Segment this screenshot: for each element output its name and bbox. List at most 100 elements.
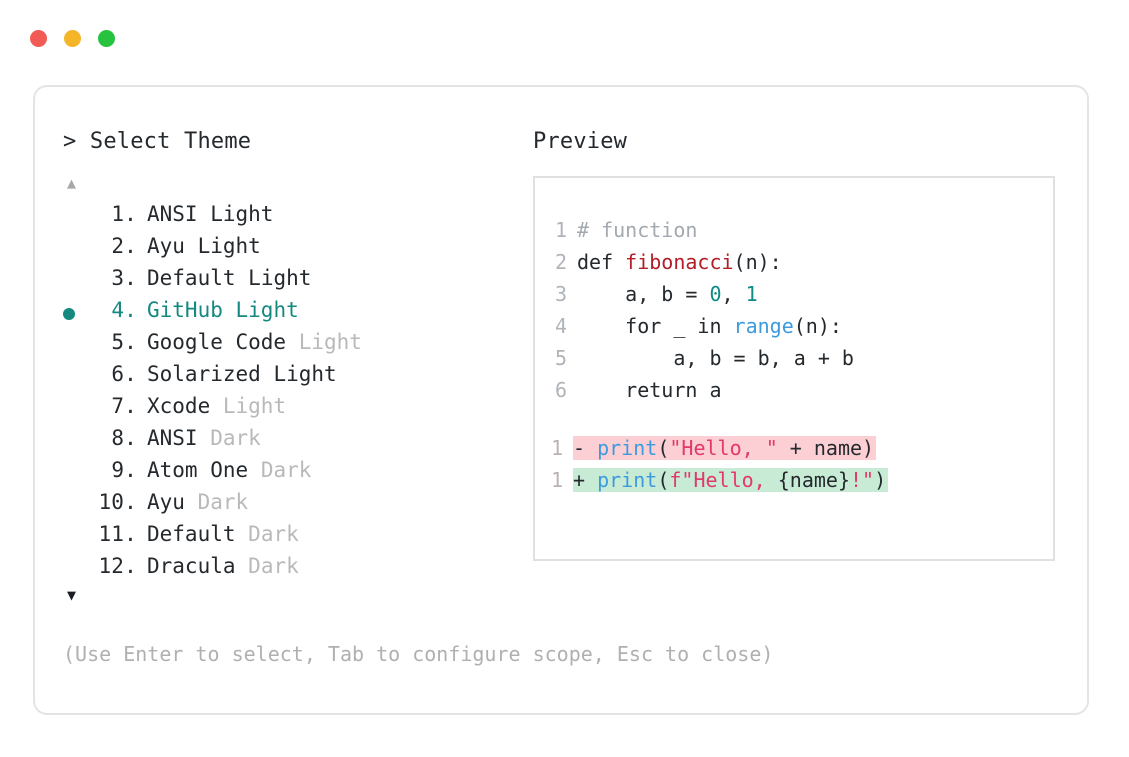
theme-list-item[interactable]: 7.Xcode Light xyxy=(63,394,533,426)
selection-bullet-cell xyxy=(63,554,93,586)
diff-content: - print("Hello, " + name) xyxy=(573,436,877,460)
code-line: 6 return a xyxy=(535,378,1053,410)
theme-list-item[interactable]: 11.Default Dark xyxy=(63,522,533,554)
theme-item-number: 5. xyxy=(111,330,137,354)
theme-list-item[interactable]: 8. ANSI Dark xyxy=(63,426,533,458)
theme-item-number: 6. xyxy=(111,362,137,386)
diff-content: + print(f"Hello, {name}!") xyxy=(573,468,889,492)
theme-item-variant: Light xyxy=(222,394,287,418)
theme-item-name: GitHub xyxy=(147,298,223,322)
theme-item-name: ANSI xyxy=(147,426,198,450)
theme-item-variant: Dark xyxy=(260,458,312,482)
code-token: 0 xyxy=(709,282,722,306)
theme-item-variant: Light xyxy=(210,202,274,226)
theme-item-variant: Light xyxy=(248,266,312,290)
theme-item-variant: Light xyxy=(197,234,261,258)
code-line: 3 a, b = 0, 1 xyxy=(535,282,1053,314)
code-token: print xyxy=(597,436,658,460)
window-titlebar xyxy=(30,30,115,47)
line-number: 1 xyxy=(554,218,567,242)
code-token: , xyxy=(721,282,746,306)
theme-list-item[interactable]: 12.Dracula Dark xyxy=(63,554,533,586)
theme-item-space xyxy=(198,426,211,450)
theme-item-space xyxy=(236,554,249,578)
code-token: for _ in xyxy=(577,314,734,338)
minimize-window-dot[interactable] xyxy=(64,30,81,47)
selection-bullet-cell xyxy=(63,362,93,394)
selection-bullet-cell xyxy=(63,266,93,298)
code-token: "Hello, " xyxy=(669,436,778,460)
keyboard-hint: (Use Enter to select, Tab to configure s… xyxy=(63,642,774,666)
theme-list-item[interactable]: 6.Solarized Light xyxy=(63,362,533,394)
theme-item-name: Default xyxy=(147,522,236,546)
code-token: ) xyxy=(874,468,887,492)
code-token: (n): xyxy=(793,314,842,338)
code-token: fibonacci xyxy=(625,250,734,274)
theme-item-number: 1. xyxy=(111,202,137,226)
line-number: 5 xyxy=(554,346,567,370)
code-token: return a xyxy=(577,378,722,402)
theme-item-name: Dracula xyxy=(147,554,236,578)
theme-item-name: Google Code xyxy=(147,330,287,354)
theme-item-number: 3. xyxy=(111,266,137,290)
code-line: 1 # function xyxy=(535,218,1053,250)
line-number: 1 xyxy=(550,468,563,492)
theme-item-variant: Light xyxy=(273,362,337,386)
theme-item-space xyxy=(248,458,261,482)
theme-list-item[interactable]: 1. ANSI Light xyxy=(63,202,533,234)
theme-item-number: 2. xyxy=(111,234,137,258)
selection-bullet-cell xyxy=(63,298,93,330)
theme-item-space xyxy=(236,522,249,546)
theme-item-variant: Dark xyxy=(210,426,261,450)
theme-item-variant: Dark xyxy=(197,490,249,514)
theme-item-space xyxy=(223,298,236,322)
maximize-window-dot[interactable] xyxy=(98,30,115,47)
code-token: 1 xyxy=(745,282,758,306)
page-title-label: Select Theme xyxy=(89,129,252,154)
selection-bullet-icon xyxy=(63,308,75,320)
line-number: 6 xyxy=(554,378,567,402)
theme-list-item[interactable]: 9. Atom One Dark xyxy=(63,458,533,490)
theme-item-number: 8. xyxy=(111,426,137,450)
theme-item-space xyxy=(210,394,223,418)
theme-item-name: Default xyxy=(147,266,236,290)
theme-item-number: 9. xyxy=(111,458,137,482)
diff-sign: - xyxy=(573,436,598,460)
selection-bullet-cell xyxy=(63,490,93,522)
theme-item-name: Atom One xyxy=(147,458,249,482)
selection-bullet-cell xyxy=(63,426,93,458)
code-token: # function xyxy=(577,218,698,242)
selection-bullet-cell xyxy=(63,394,93,426)
line-number: 3 xyxy=(554,282,567,306)
diff-line-plus: 1 + print(f"Hello, {name}!") xyxy=(535,468,1053,500)
scroll-up-icon[interactable]: ▲ xyxy=(67,174,77,192)
preview-code-spacer xyxy=(535,410,1053,436)
theme-item-space xyxy=(286,330,299,354)
code-token: f"Hello, xyxy=(669,468,778,492)
theme-item-number: 4. xyxy=(111,298,137,322)
code-token: + name) xyxy=(777,436,875,460)
selection-bullet-cell xyxy=(63,522,93,554)
theme-item-number: 7. xyxy=(111,394,137,418)
selection-bullet-cell xyxy=(63,234,93,266)
theme-list-item[interactable]: 3. Default Light xyxy=(63,266,533,298)
code-token: range xyxy=(733,314,794,338)
theme-item-space xyxy=(261,362,274,386)
close-window-dot[interactable] xyxy=(30,30,47,47)
diff-sign: + xyxy=(573,468,598,492)
theme-list-item[interactable]: 10.Ayu Dark xyxy=(63,490,533,522)
page-title: > Select Theme xyxy=(63,131,533,153)
theme-item-variant: Dark xyxy=(248,522,299,546)
theme-list-item[interactable]: 2.Ayu Light xyxy=(63,234,533,266)
selection-bullet-cell xyxy=(63,330,93,362)
theme-list-item[interactable]: 4.GitHub Light xyxy=(63,298,533,330)
scroll-down-icon[interactable]: ▼ xyxy=(67,586,77,604)
code-token: a, b = xyxy=(577,282,710,306)
theme-item-space xyxy=(236,266,249,290)
theme-item-name: ANSI xyxy=(147,202,198,226)
theme-list-item[interactable]: 5.Google Code Light xyxy=(63,330,533,362)
code-token: {name} xyxy=(777,468,850,492)
